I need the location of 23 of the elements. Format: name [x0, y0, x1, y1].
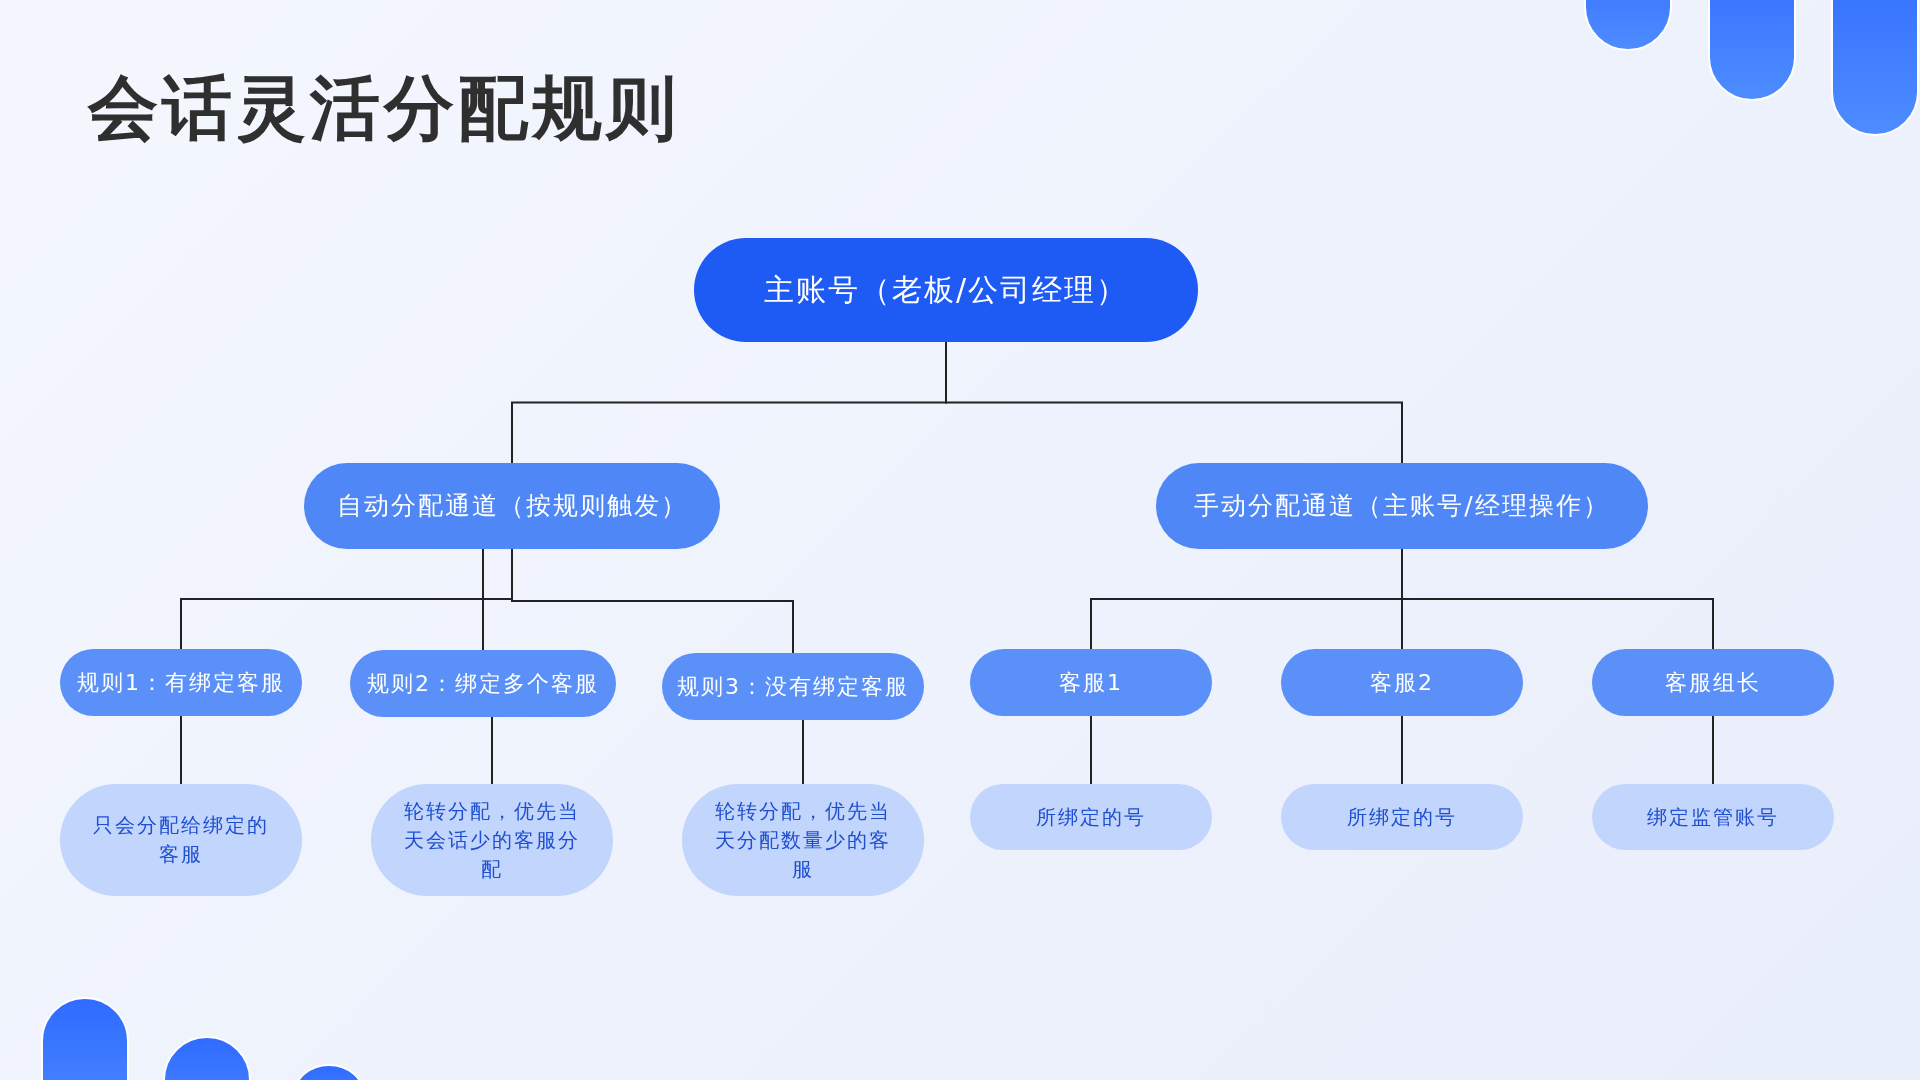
title: 会话灵活分配规则 [88, 66, 680, 151]
connector-line [491, 716, 493, 785]
node-label: 客服组长 [1665, 668, 1761, 697]
node-label: 规则3：没有绑定客服 [677, 672, 909, 701]
node-label: 所绑定的号 [1036, 803, 1146, 831]
node-label: 主账号（老板/公司经理） [763, 271, 1129, 310]
node-label: 客服1 [1059, 668, 1123, 697]
node-label: 绑定监管账号 [1647, 803, 1779, 831]
connector-line [802, 719, 804, 785]
connector-line [1401, 715, 1403, 785]
node-label: 轮转分配，优先当天分配数量少的客服 [714, 797, 892, 883]
node-label: 客服2 [1370, 668, 1434, 697]
node-label: 自动分配通道（按规则触发） [336, 489, 688, 522]
node-label: 规则2：绑定多个客服 [367, 669, 599, 698]
node-label: 只会分配给绑定的客服 [92, 812, 270, 868]
connector-line [180, 715, 182, 785]
connector-line [1090, 715, 1092, 785]
node-label: 手动分配通道（主账号/经理操作） [1194, 489, 1610, 522]
node-label: 规则1：有绑定客服 [77, 668, 285, 697]
node-label: 轮转分配，优先当天会话少的客服分配 [403, 797, 581, 883]
node-label: 所绑定的号 [1347, 803, 1457, 831]
connector-line [482, 548, 484, 651]
connector-line [1712, 715, 1714, 785]
